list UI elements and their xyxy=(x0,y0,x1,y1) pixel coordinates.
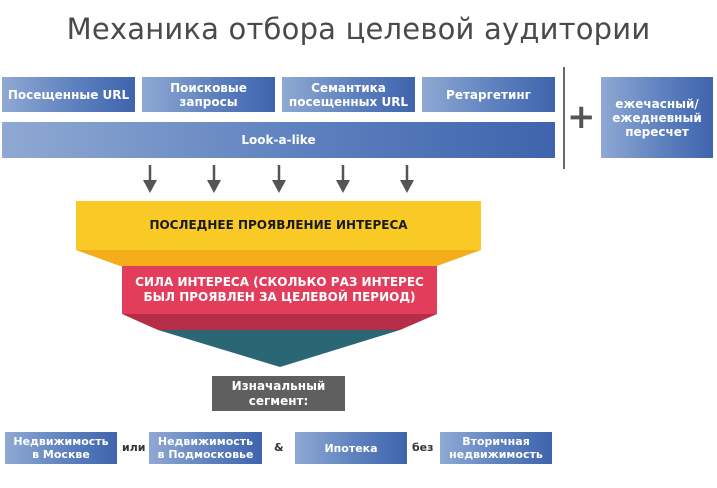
segment-mortgage: Ипотека xyxy=(295,432,407,464)
arrow-down-icon xyxy=(336,165,350,193)
arrow-down-icon xyxy=(207,165,221,193)
funnel-level3 xyxy=(158,330,400,367)
arrow-down-icon xyxy=(143,165,157,193)
segment-secondary-housing: Вторичная недвижимость xyxy=(440,432,552,464)
source-retargeting: Ретаргетинг xyxy=(422,77,555,112)
source-search-queries: Поисковые запросы xyxy=(142,77,275,112)
recalc-box: ежечасный/ ежедневный пересчет xyxy=(601,77,713,158)
plus-sign: + xyxy=(567,97,596,137)
funnel-level1-shade xyxy=(76,250,481,266)
source-visited-urls: Посещенные URL xyxy=(2,77,135,112)
operator-or: или xyxy=(122,441,146,454)
down-arrows xyxy=(143,165,414,193)
initial-segment-box: Изначальный сегмент: xyxy=(212,376,345,411)
operator-and: & xyxy=(274,441,284,454)
source-semantics-visited-urls: Семантика посещенных URL xyxy=(282,77,415,112)
segment-moscow-region: Недвижимость в Подмосковье xyxy=(149,432,262,464)
funnel-level2-shade xyxy=(122,314,437,330)
page-title: Механика отбора целевой аудитории xyxy=(66,12,651,46)
separator-line xyxy=(563,67,565,169)
lookalike-bar: Look-a-like xyxy=(2,122,555,158)
operator-without: без xyxy=(412,441,434,454)
segment-moscow: Недвижимость в Москве xyxy=(5,432,117,464)
funnel-level1-label: ПОСЛЕДНЕЕ ПРОЯВЛЕНИЕ ИНТЕРЕСА xyxy=(149,218,408,232)
funnel-level1 xyxy=(76,201,481,250)
funnel-level2 xyxy=(122,266,437,314)
arrow-down-icon xyxy=(400,165,414,193)
arrow-down-icon xyxy=(272,165,286,193)
funnel xyxy=(76,201,481,367)
funnel-level2-label: СИЛА ИНТЕРЕСА (СКОЛЬКО РАЗ ИНТЕРЕС БЫЛ П… xyxy=(135,275,424,304)
